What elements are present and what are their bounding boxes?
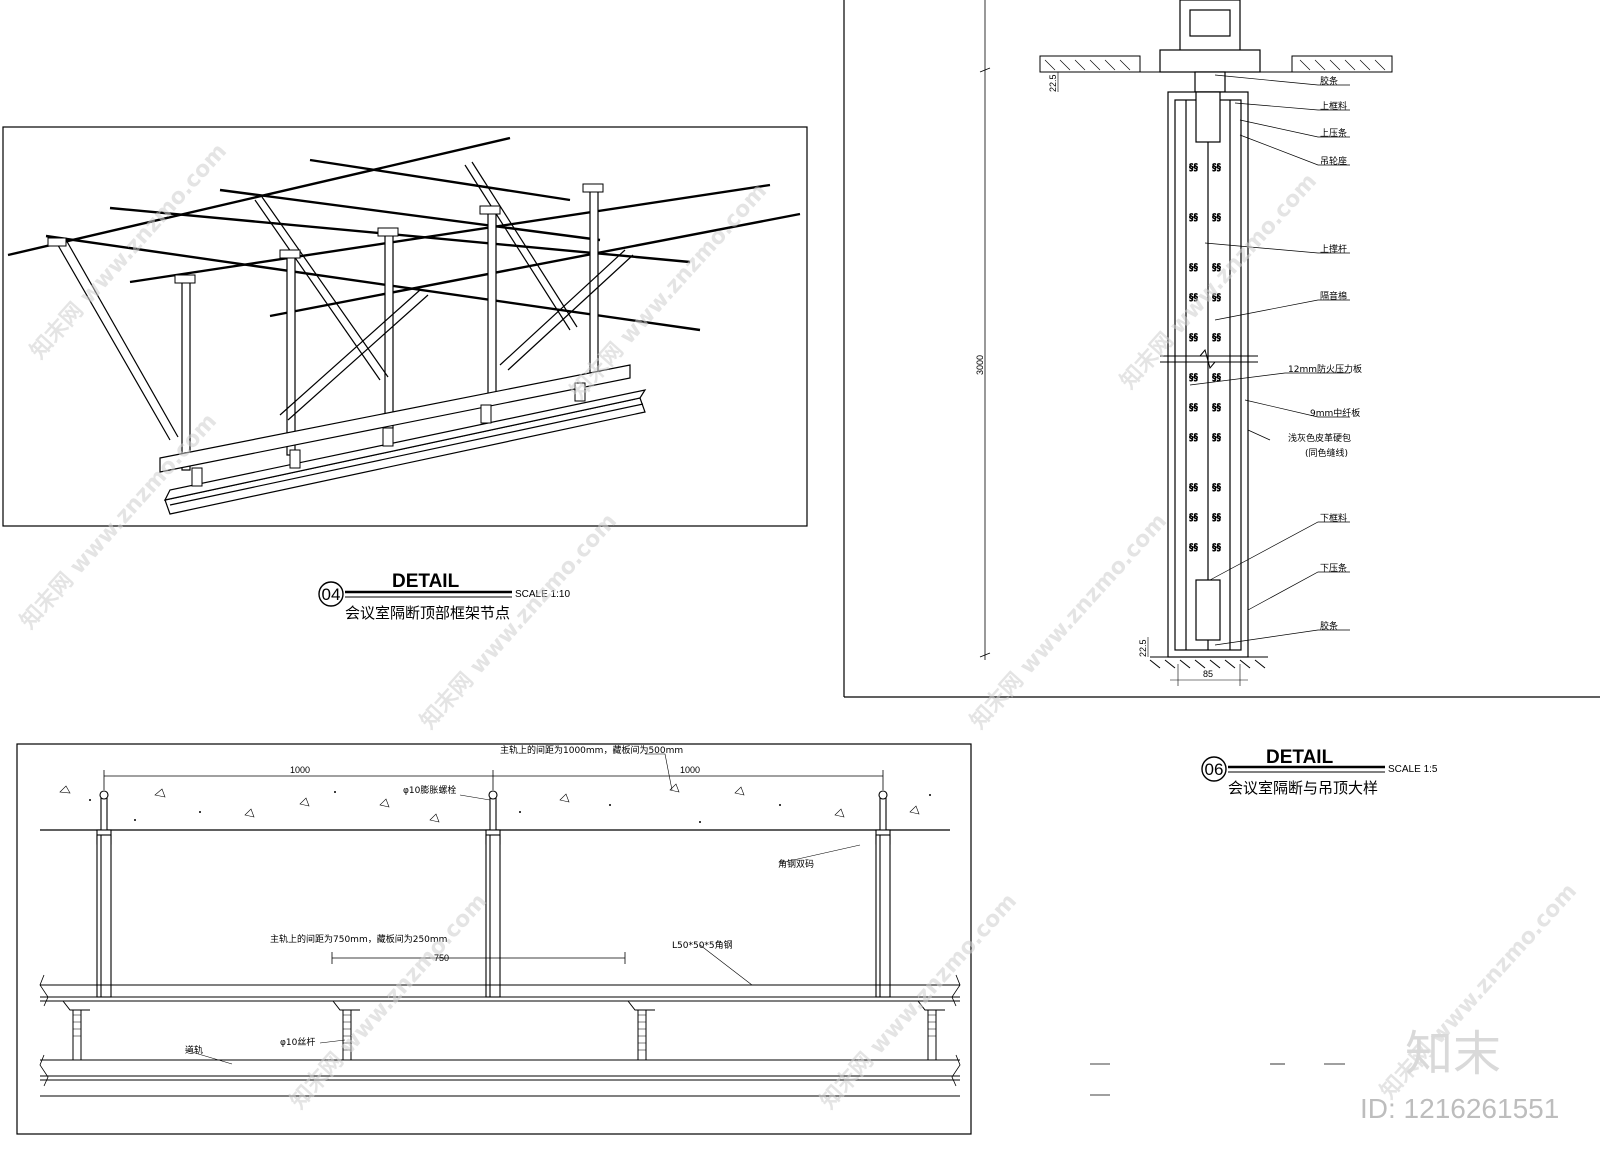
detail-04-title-block: 04 DETAIL SCALE 1:10 会议室隔断顶部框架节点 xyxy=(318,571,570,622)
svg-text:§§: §§ xyxy=(1212,373,1222,383)
dim-span-left: 1000 xyxy=(290,765,310,775)
label-angle-steel: L50*50*5角钢 xyxy=(672,939,733,951)
ceiling-section-panel: 1000 1000 主轨上的间距为1000mm，藏板间为500mm 750 主轨… xyxy=(16,743,972,1135)
detail-06-title-block: 06 DETAIL SCALE 1:5 会议室隔断与吊顶大样 xyxy=(1201,747,1438,797)
svg-text:§§: §§ xyxy=(1212,213,1222,223)
detail-04-title: 会议室隔断顶部框架节点 xyxy=(345,604,510,622)
dim-mid-span: 750 xyxy=(434,953,449,963)
note-mid-spacing: 主轨上的间距为750mm，藏板间为250mm xyxy=(270,933,447,945)
dim-top-gap: 22.5 xyxy=(1048,74,1058,92)
label-fireproof-board: 12mm防火压力板 xyxy=(1288,363,1362,375)
label-rubber-strip-top: 胶条 xyxy=(1320,75,1338,87)
svg-text:§§: §§ xyxy=(1212,543,1222,553)
svg-text:§§: §§ xyxy=(1189,373,1199,383)
svg-text:§§: §§ xyxy=(1212,293,1222,303)
watermark-4: 知末网 www.znzmo.com xyxy=(15,408,222,634)
label-leather-panel: 浅灰色皮革硬包 xyxy=(1288,432,1351,444)
svg-text:§§: §§ xyxy=(1189,213,1199,223)
svg-text:§§: §§ xyxy=(1212,513,1222,523)
svg-text:§§: §§ xyxy=(1189,543,1199,553)
svg-text:§§: §§ xyxy=(1189,293,1199,303)
note-top-spacing: 主轨上的间距为1000mm，藏板间为500mm xyxy=(500,744,683,756)
brand-logo: 知末 xyxy=(1405,1026,1501,1082)
detail-06-number-circle xyxy=(1201,756,1227,782)
detail-06-title: 会议室隔断与吊顶大样 xyxy=(1228,779,1378,797)
label-angle-clip: 角钢双码 xyxy=(778,858,814,870)
label-top-frame: 上框料 xyxy=(1320,100,1347,112)
svg-text:§§: §§ xyxy=(1212,403,1222,413)
svg-text:§§: §§ xyxy=(1189,163,1199,173)
detail-04-scale: SCALE 1:10 xyxy=(515,589,570,600)
svg-text:§§: §§ xyxy=(1212,263,1222,273)
detail-06-section-panel: §§ §§ §§ §§ §§ §§ §§ §§ §§ §§ §§ §§ §§ §… xyxy=(843,0,1600,698)
dim-height: 3000 xyxy=(975,355,985,375)
label-stitching: (同色缝线) xyxy=(1305,447,1348,459)
detail-06-number: 06 xyxy=(1205,760,1224,779)
dim-span-right: 1000 xyxy=(680,765,700,775)
dim-bottom-gap: 22.5 xyxy=(1138,639,1148,657)
detail-04-number: 04 xyxy=(322,585,341,604)
svg-text:§§: §§ xyxy=(1189,433,1199,443)
watermark-layer: 知末网 www.znzmo.com 知末网 www.znzmo.com 知末网 … xyxy=(15,138,1582,1114)
watermark-6: 知末网 www.znzmo.com xyxy=(965,508,1172,734)
label-anchor-bolt: φ10膨胀螺栓 xyxy=(403,784,456,796)
label-track: 道轨 xyxy=(185,1044,203,1056)
svg-text:§§: §§ xyxy=(1212,483,1222,493)
stray-fragments xyxy=(1090,1063,1345,1096)
label-mdf-board: 9mm中纤板 xyxy=(1310,407,1360,419)
label-wheel-seat: 吊轮座 xyxy=(1320,155,1347,167)
svg-text:§§: §§ xyxy=(1189,403,1199,413)
detail-06-scale: SCALE 1:5 xyxy=(1388,764,1438,775)
label-threaded-rod: φ10丝杆 xyxy=(280,1036,315,1048)
detail-04-heading: DETAIL xyxy=(392,571,460,592)
label-rubber-strip-bottom: 胶条 xyxy=(1320,620,1338,632)
svg-text:§§: §§ xyxy=(1189,483,1199,493)
label-bottom-bead: 下压条 xyxy=(1320,562,1347,574)
watermark-1: 知末网 www.znzmo.com xyxy=(25,138,232,364)
detail-04-number-circle xyxy=(318,581,344,607)
svg-text:§§: §§ xyxy=(1212,333,1222,343)
svg-text:§§: §§ xyxy=(1212,163,1222,173)
label-top-strut: 上撑杆 xyxy=(1320,243,1347,255)
svg-text:§§: §§ xyxy=(1189,333,1199,343)
label-top-bead: 上压条 xyxy=(1320,127,1347,139)
svg-text:§§: §§ xyxy=(1189,513,1199,523)
label-sound-insulation: 隔音棉 xyxy=(1320,290,1347,302)
detail-04-frame-panel xyxy=(2,126,808,527)
label-bottom-frame: 下框料 xyxy=(1320,512,1347,524)
image-id: ID: 1216261551 xyxy=(1360,1093,1559,1124)
svg-text:§§: §§ xyxy=(1189,263,1199,273)
svg-text:§§: §§ xyxy=(1212,433,1222,443)
dim-width: 85 xyxy=(1203,669,1213,679)
detail-06-labels: 胶条 上框料 上压条 吊轮座 上撑杆 隔音棉 12mm防火压力板 9mm中纤板 … xyxy=(1288,75,1362,632)
detail-06-heading: DETAIL xyxy=(1266,747,1334,768)
